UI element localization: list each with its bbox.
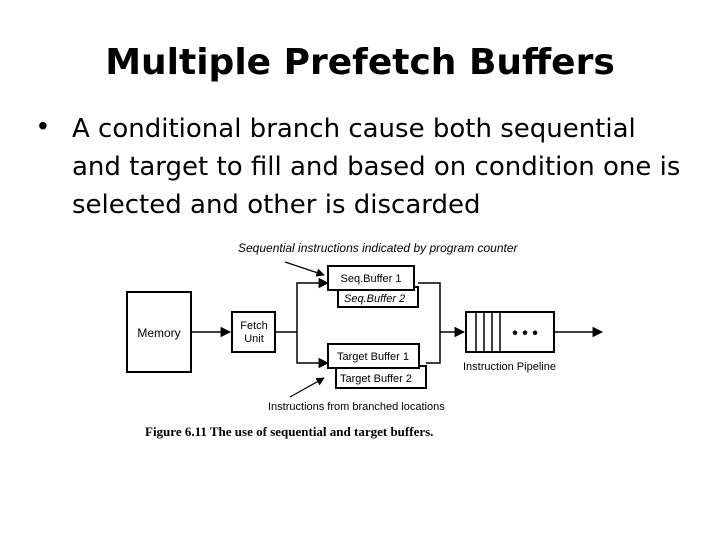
pipeline-dots: • • • (512, 325, 538, 342)
seq-label-arrow (284, 261, 325, 277)
target-buffer-1-label: Target Buffer 1 (337, 351, 409, 363)
seq-buffer-1-box (327, 265, 415, 291)
branch-label-arrow (289, 377, 325, 398)
fetch-unit-label-line1: Fetch (240, 320, 268, 332)
fetch-to-target-line (296, 332, 330, 369)
memory-label: Memory (137, 326, 180, 340)
instruction-pipeline-label: Instruction Pipeline (463, 361, 556, 373)
target-buffer-2-label: Target Buffer 2 (340, 373, 412, 385)
instruction-pipeline-box (465, 311, 555, 353)
figure-caption: Figure 6.11 The use of sequential and ta… (145, 424, 433, 439)
slide-title: Multiple Prefetch Buffers (105, 42, 615, 83)
sequential-instructions-label: Sequential instructions indicated by pro… (238, 241, 518, 255)
memory-box (126, 291, 192, 373)
seq-to-pipeline-line (418, 282, 441, 332)
branched-locations-label: Instructions from branched locations (268, 401, 445, 413)
fetch-to-seq-line (296, 277, 330, 332)
seq-buffer-2-label: Seq.Buffer 2 (344, 293, 405, 305)
fetch-unit-box (231, 311, 276, 353)
bullet-marker: • (38, 110, 48, 141)
seq-buffer-1-label: Seq.Buffer 1 (341, 273, 402, 285)
bullet-text: A conditional branch cause both sequenti… (72, 114, 681, 220)
target-to-pipeline-line (426, 332, 441, 364)
target-buffer-1-box (327, 343, 420, 369)
fetch-unit-label-line2: Unit (244, 333, 264, 345)
